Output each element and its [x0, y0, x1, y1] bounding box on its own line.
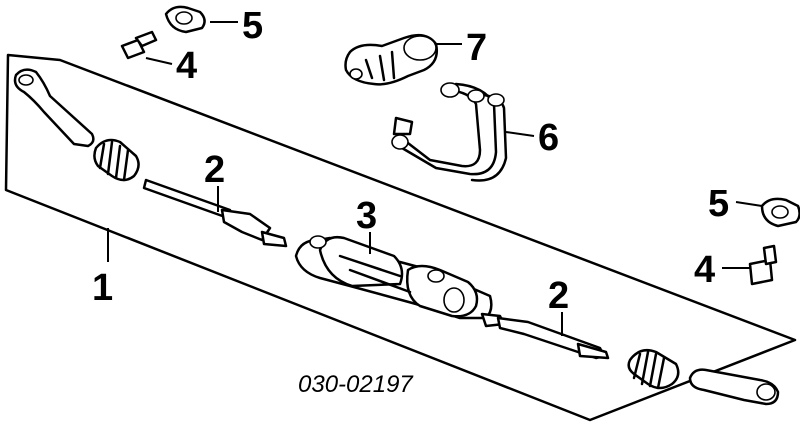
right-inner-tie-rod — [480, 312, 610, 360]
callout-2-left-tie-rod: 2 — [204, 149, 225, 191]
right-tie-rod-end — [688, 368, 780, 406]
valve-body — [344, 33, 438, 86]
bushing-right — [760, 197, 800, 228]
bolt-right — [748, 244, 778, 286]
left-inner-tie-rod — [142, 178, 288, 248]
callout-5-top-bushing: 5 — [242, 5, 263, 47]
callout-1-assembly: 1 — [92, 267, 113, 309]
right-boot — [627, 349, 680, 390]
bushing-top — [164, 5, 206, 34]
rack-housing — [294, 235, 493, 320]
callout-4-top-bolt: 4 — [176, 45, 197, 87]
diagram-part-number: 030-02197 — [298, 371, 414, 398]
leader-lines — [107, 21, 763, 336]
bolt-top — [120, 30, 158, 60]
callout-4-right-bolt: 4 — [694, 249, 715, 291]
left-tie-rod-end — [13, 68, 95, 148]
left-boot — [93, 138, 140, 182]
callout-7-valve-body: 7 — [466, 27, 487, 69]
pressure-lines — [391, 82, 508, 182]
callout-6-lines: 6 — [538, 117, 559, 159]
callout-5-right-bushing: 5 — [708, 183, 729, 225]
callout-3-rack-housing: 3 — [356, 195, 377, 237]
callout-2-right-tie-rod: 2 — [548, 275, 569, 317]
